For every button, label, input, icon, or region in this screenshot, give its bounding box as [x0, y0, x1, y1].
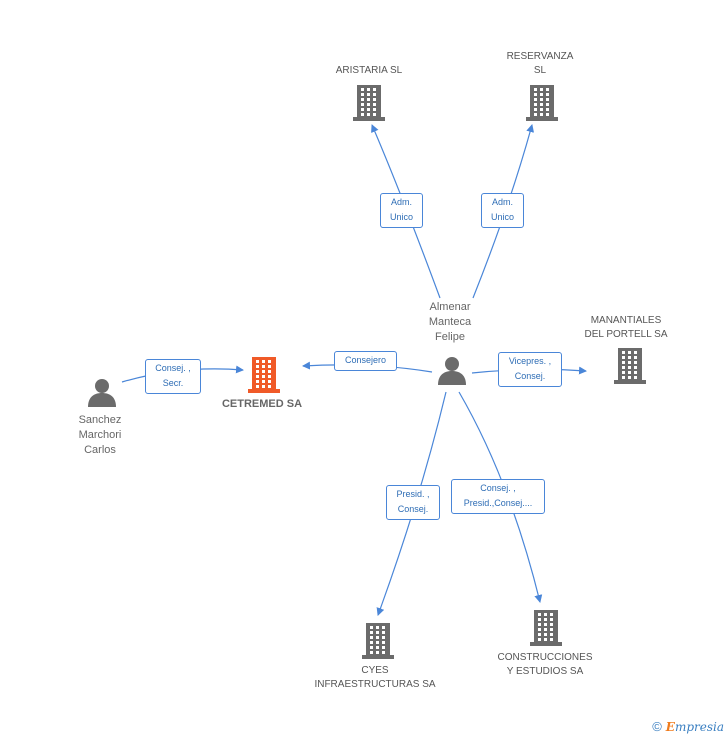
- manantiales-building-icon[interactable]: [614, 348, 646, 389]
- copyright-symbol: ©: [652, 719, 662, 734]
- building-icon: [362, 623, 394, 659]
- relation-almenar-cetremed[interactable]: Consejero: [334, 351, 397, 371]
- sanchez-person-icon[interactable]: [87, 377, 117, 412]
- cetremed-label[interactable]: CETREMED SA: [221, 398, 303, 410]
- aristaria-building-icon[interactable]: [353, 85, 385, 126]
- cyes-building-icon[interactable]: [362, 623, 394, 664]
- relation-sanchez-cetremed[interactable]: Consej. , Secr.: [145, 359, 201, 394]
- person-icon: [438, 357, 466, 385]
- construcciones-label[interactable]: CONSTRUCCIONES Y ESTUDIOS SA: [497, 652, 593, 677]
- construcciones-building-icon[interactable]: [530, 610, 562, 651]
- sanchez-label[interactable]: Sanchez Marchori Carlos: [78, 414, 122, 456]
- building-icon: [614, 348, 646, 384]
- building-icon: [248, 357, 280, 393]
- building-icon: [530, 610, 562, 646]
- manantiales-label[interactable]: MANANTIALES DEL PORTELL SA: [584, 315, 668, 340]
- building-icon: [526, 85, 558, 121]
- person-icon: [88, 379, 116, 407]
- relation-almenar-construcciones[interactable]: Consej. , Presid.,Consej....: [451, 479, 545, 514]
- empresia-logo: Empresia: [665, 719, 724, 734]
- reservanza-building-icon[interactable]: [526, 85, 558, 126]
- almenar-label[interactable]: Almenar Manteca Felipe: [428, 301, 472, 343]
- building-icon: [353, 85, 385, 121]
- almenar-person-icon[interactable]: [437, 355, 467, 390]
- relation-almenar-manantiales[interactable]: Vicepres. , Consej.: [498, 352, 562, 387]
- relation-almenar-reservanza[interactable]: Adm. Unico: [481, 193, 524, 228]
- cetremed-building-icon[interactable]: [248, 357, 280, 398]
- reservanza-label[interactable]: RESERVANZA SL: [506, 51, 574, 76]
- relation-almenar-cyes[interactable]: Presid. , Consej.: [386, 485, 440, 520]
- cyes-label[interactable]: CYES INFRAESTRUCTURAS SA: [314, 665, 436, 690]
- aristaria-label[interactable]: ARISTARIA SL: [335, 65, 403, 76]
- relation-almenar-aristaria[interactable]: Adm. Unico: [380, 193, 423, 228]
- empresia-watermark: © Empresia: [652, 719, 724, 734]
